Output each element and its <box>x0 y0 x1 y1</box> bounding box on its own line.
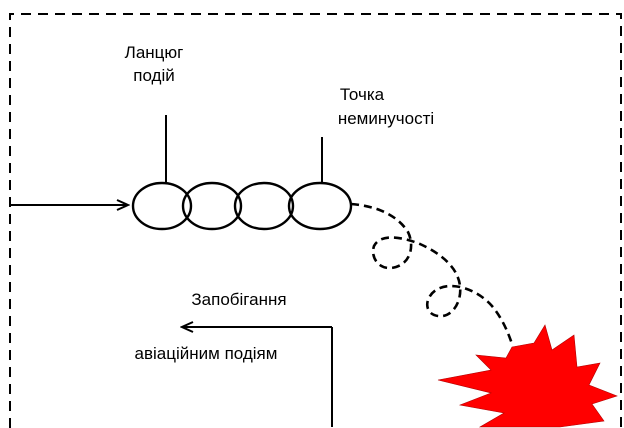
explosion-burst-icon <box>437 324 618 428</box>
uncontrolled-trajectory <box>350 202 514 345</box>
system-boundary-frame <box>9 13 622 428</box>
inevitability-label-line1: Точка <box>340 85 385 104</box>
chain-link-3 <box>233 181 295 231</box>
chain-link-4 <box>287 181 353 231</box>
prevention-label-line1: Запобігання <box>191 290 286 309</box>
event-chain-label-line2: подій <box>133 66 174 85</box>
event-chain-label-line1: Ланцюг <box>125 43 184 62</box>
chain-link-2 <box>181 181 243 231</box>
inevitability-label-line2: неминучості <box>338 109 434 128</box>
event-chain <box>131 181 353 231</box>
prevention-label-line2: авіаційним подіям <box>135 344 278 363</box>
chain-link-1 <box>131 181 193 231</box>
